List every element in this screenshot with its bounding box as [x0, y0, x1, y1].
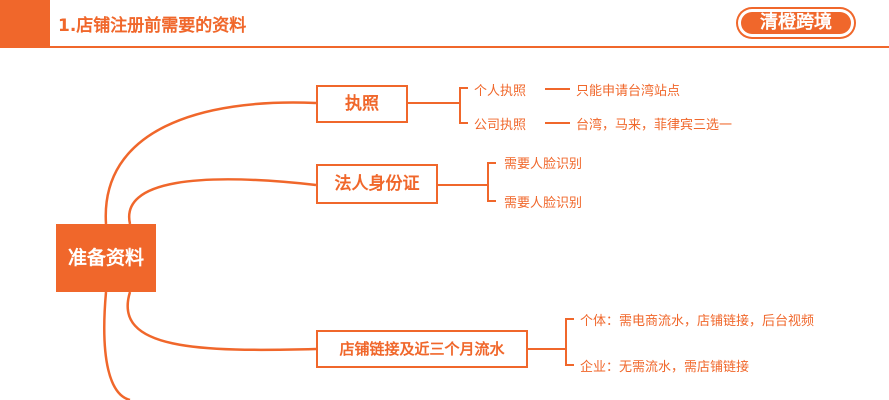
connector-branch-3-bracket	[565, 318, 574, 366]
connector-branch-2-bracket	[487, 162, 496, 202]
connector-root-branch-2	[127, 178, 317, 225]
connector-root-branch-4	[103, 291, 131, 400]
leaf-enterprise-requirements: 企业：无需流水，需店铺链接	[580, 360, 750, 375]
header-accent-block	[0, 0, 50, 46]
leaf-company-license-detail: 台湾，马来，菲律宾三选一	[576, 118, 733, 133]
page-title: 1.店铺注册前需要的资料	[58, 16, 247, 36]
connector-root-branch-1	[104, 101, 317, 225]
header-bar: 1.店铺注册前需要的资料 清橙跨境	[0, 0, 889, 48]
branch-node-store-link: 店铺链接及近三个月流水	[316, 330, 528, 368]
connector-branch-1-bracket	[459, 87, 468, 124]
mindmap-root-node: 准备资料	[56, 224, 156, 292]
connector-root-branch-3	[126, 291, 317, 352]
leaf-company-license: 公司执照	[474, 118, 527, 133]
leaf-face-recognition-1: 需要人脸识别	[504, 157, 583, 172]
branch-node-legal-id: 法人身份证	[316, 164, 438, 204]
branch-node-license: 执照	[316, 85, 408, 123]
leaf-face-recognition-2: 需要人脸识别	[504, 196, 583, 211]
leaf-personal-license: 个人执照	[474, 84, 527, 99]
brand-badge: 清橙跨境	[738, 9, 854, 37]
leaf-individual-requirements: 个体：需电商流水，店铺链接，后台视频	[580, 314, 815, 329]
leaf-personal-license-detail: 只能申请台湾站点	[576, 84, 681, 99]
